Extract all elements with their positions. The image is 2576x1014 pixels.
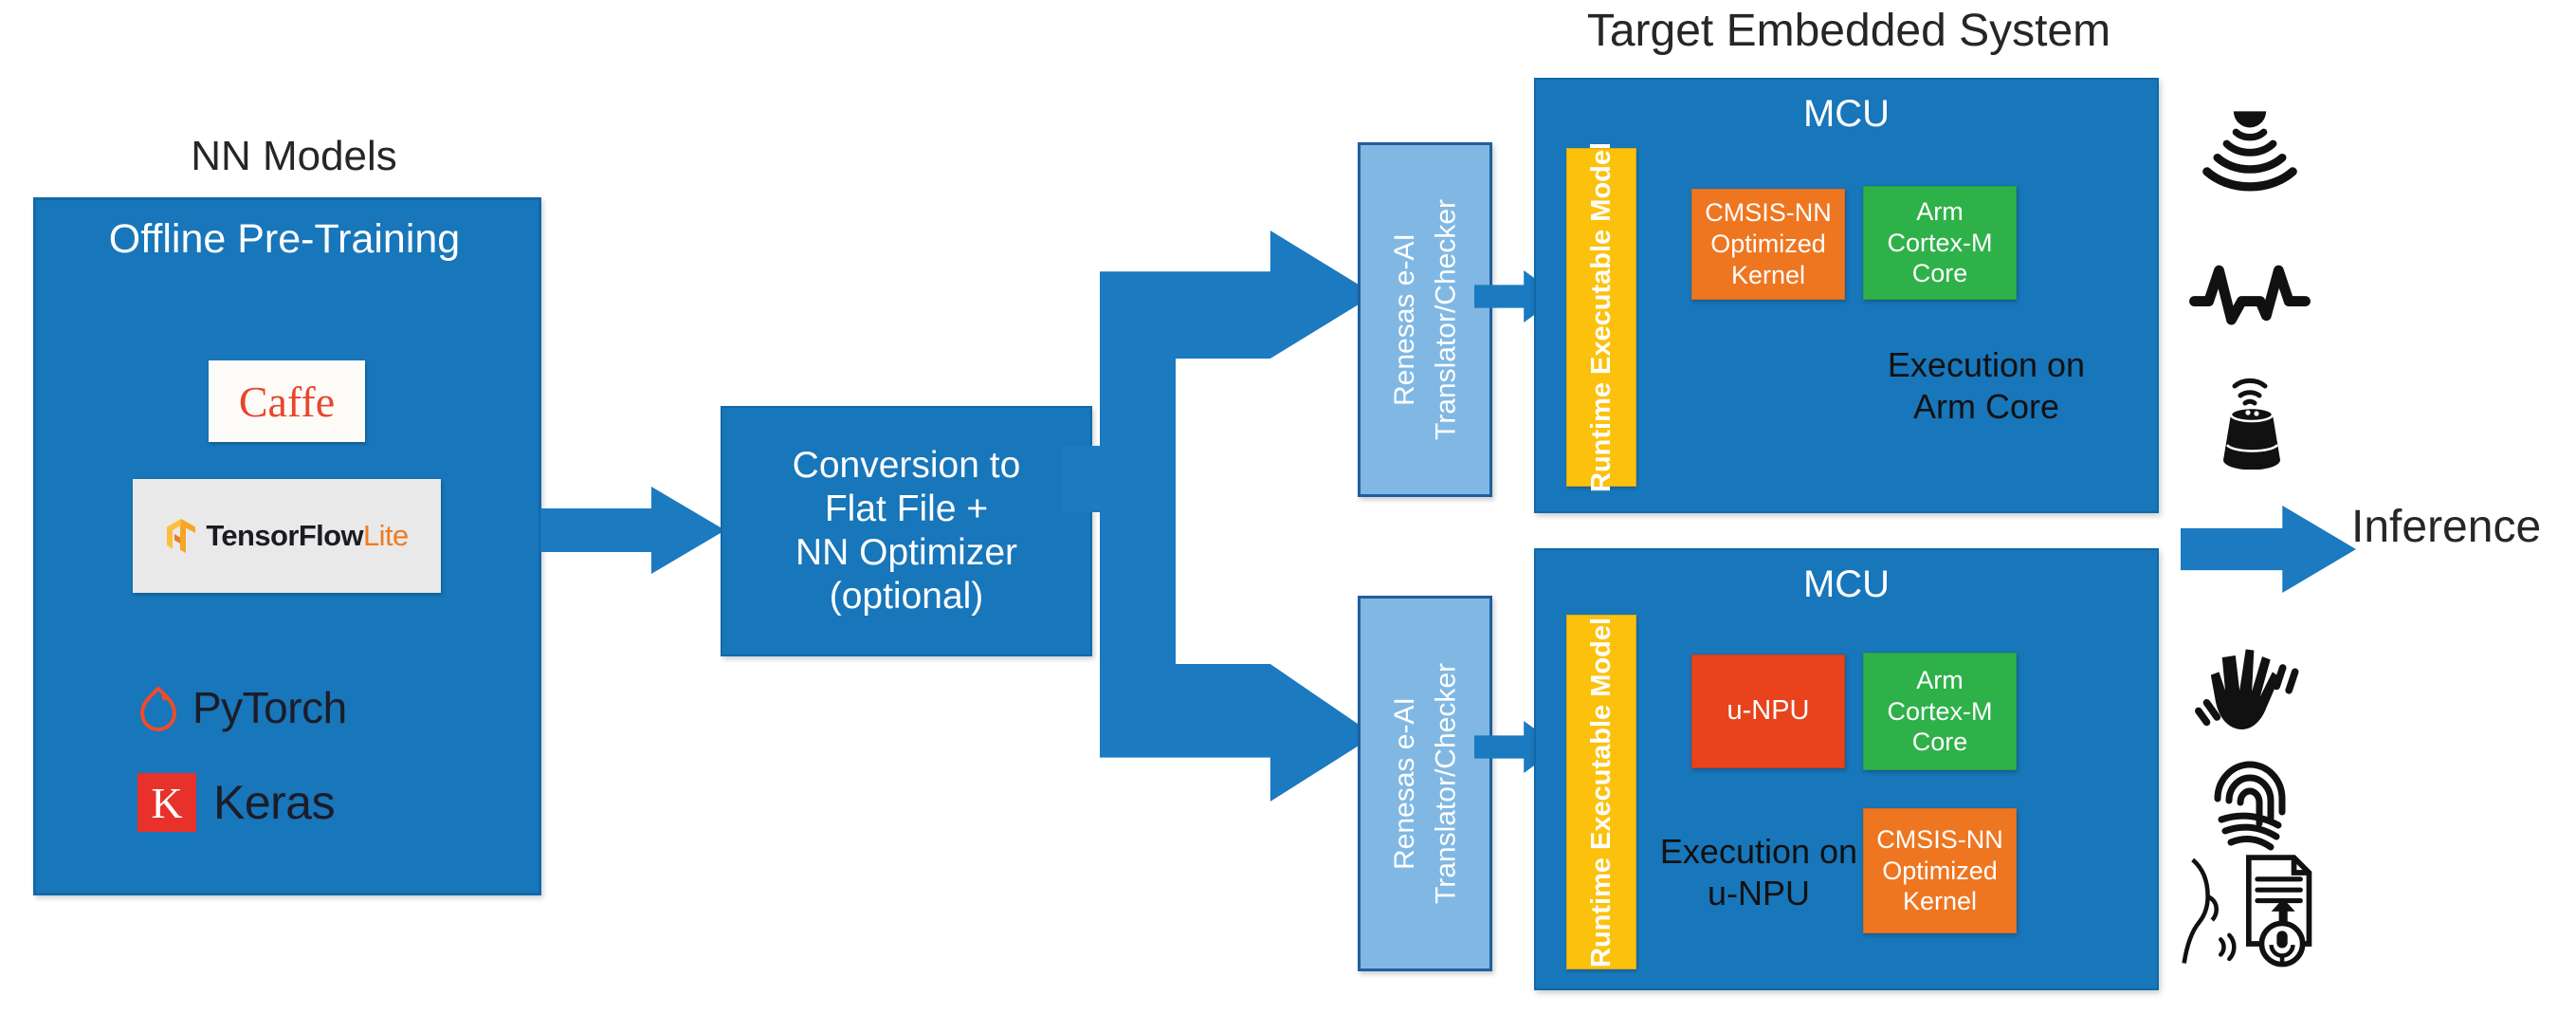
cmsis-bottom-line-2: Optimized <box>1882 856 1998 885</box>
runtime-top-label: Runtime Executable Model <box>1585 141 1617 492</box>
caffe-logo: Caffe <box>209 360 365 442</box>
translator-bottom-line-1: Renesas e-AI <box>1388 697 1420 870</box>
conversion-line-1: Conversion to <box>792 444 1021 486</box>
arrow-conversion-to-bottom-branch <box>1100 664 1375 802</box>
cmsis-top-line-3: Kernel <box>1730 260 1806 289</box>
translator-bottom-line-2: Translator/Checker <box>1430 663 1461 904</box>
arm-bottom-line-1: Arm <box>1916 665 1964 694</box>
keras-logo: K Keras <box>137 768 450 837</box>
smart-speaker-icon <box>2188 365 2311 470</box>
inference-label: Inference <box>2351 502 2542 552</box>
cmsis-top-line-1: CMSIS-NN <box>1705 198 1832 228</box>
arrow-conversion-to-top-branch <box>1100 230 1375 359</box>
lite-word: Lite <box>363 519 409 552</box>
fingerprint-icon <box>2188 749 2311 854</box>
fork-arrow-stem <box>1100 341 1176 683</box>
runtime-bottom-label: Runtime Executable Model <box>1585 617 1617 968</box>
translator-top-line-2: Translator/Checker <box>1430 199 1461 440</box>
cmsis-nn-optimized-kernel-top: CMSIS-NN Optimized Kernel <box>1691 189 1845 300</box>
u-npu-block: u-NPU <box>1691 654 1845 768</box>
execution-note-bottom: Execution on u-NPU <box>1650 820 1868 925</box>
renesas-translator-checker-bottom: Renesas e-AI Translator/Checker <box>1358 596 1492 971</box>
mcu-board-top: MCU Runtime Executable Model CMSIS-NN Op… <box>1534 78 2159 513</box>
execution-top-line-2: Arm Core <box>1912 387 2060 426</box>
arm-bottom-line-2: Cortex-M <box>1887 696 1993 726</box>
arrow-mcu-to-inference <box>2181 506 2356 593</box>
caffe-logo-label: Caffe <box>238 377 336 426</box>
tensorflow-lite-wordmark: TensorFlowLite <box>206 519 409 553</box>
renesas-translator-checker-top: Renesas e-AI Translator/Checker <box>1358 142 1492 497</box>
sonar-wave-icon <box>2188 104 2311 209</box>
runtime-executable-model-top: Runtime Executable Model <box>1566 141 1636 492</box>
arm-cortex-m-core-top: Arm Cortex-M Core <box>1863 186 2017 300</box>
translator-top-line-1: Renesas e-AI <box>1388 233 1420 406</box>
tensorflow-word: TensorFlow <box>206 519 364 552</box>
heartbeat-ecg-icon <box>2188 242 2311 346</box>
arrow-models-to-conversion <box>540 487 725 574</box>
arm-top-line-2: Cortex-M <box>1887 228 1993 257</box>
execution-note-top: Execution on Arm Core <box>1849 334 2124 438</box>
translator-top-label: Renesas e-AI Translator/Checker <box>1384 199 1467 440</box>
nn-models-title: NN Models <box>191 133 397 179</box>
conversion-box: Conversion to Flat File + NN Optimizer (… <box>721 406 1092 656</box>
mcu-bottom-title: MCU <box>1802 563 1891 605</box>
conversion-line-3: NN Optimizer <box>795 532 1018 573</box>
tensorflow-mark-icon <box>167 519 196 553</box>
target-embedded-system-title: Target Embedded System <box>1586 6 2111 56</box>
execution-bottom-line-1: Execution on <box>1659 832 1858 872</box>
keras-label: Keras <box>213 776 336 829</box>
mcu-board-bottom: MCU Runtime Executable Model u-NPU Arm C… <box>1534 548 2159 990</box>
keras-mark-icon: K <box>137 773 196 832</box>
mcu-top-title: MCU <box>1802 93 1891 135</box>
hand-gesture-icon <box>2188 640 2311 745</box>
cmsis-bottom-line-3: Kernel <box>1902 887 1978 916</box>
translator-bottom-label: Renesas e-AI Translator/Checker <box>1384 663 1467 904</box>
arm-top-line-1: Arm <box>1916 196 1964 226</box>
arm-bottom-line-3: Core <box>1911 728 1968 757</box>
runtime-executable-model-bottom: Runtime Executable Model <box>1566 615 1636 969</box>
speech-to-text-icon <box>2171 849 2337 968</box>
pytorch-label: PyTorch <box>192 683 347 732</box>
pytorch-flame-icon <box>139 686 177 731</box>
u-npu-label: u-NPU <box>1726 695 1810 727</box>
conversion-line-2: Flat File + <box>824 488 989 529</box>
tensorflow-lite-logo: TensorFlowLite <box>133 479 441 593</box>
conversion-line-4: (optional) <box>829 576 984 618</box>
execution-top-line-1: Execution on <box>1887 345 2086 385</box>
pytorch-logo: PyTorch <box>137 678 450 737</box>
cmsis-bottom-line-1: CMSIS-NN <box>1876 824 2003 854</box>
cmsis-nn-optimized-kernel-bottom: CMSIS-NN Optimized Kernel <box>1863 808 2017 933</box>
cmsis-top-line-2: Optimized <box>1710 230 1826 259</box>
arm-cortex-m-core-bottom: Arm Cortex-M Core <box>1863 653 2017 770</box>
offline-pre-training-title: Offline Pre-Training <box>108 216 461 262</box>
arm-top-line-3: Core <box>1911 259 1968 288</box>
execution-bottom-line-2: u-NPU <box>1707 874 1811 913</box>
